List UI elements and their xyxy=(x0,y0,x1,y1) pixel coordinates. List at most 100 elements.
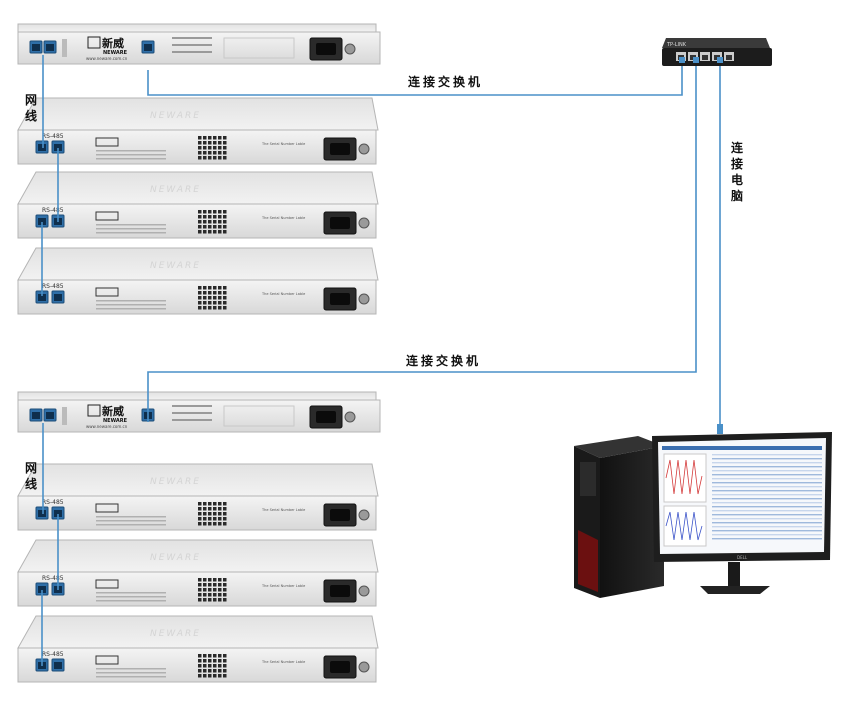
rs485-label: RS-485 xyxy=(42,499,64,506)
master-unit-top xyxy=(17,23,377,33)
monitor-brand: DELL xyxy=(737,555,748,560)
vent-grille xyxy=(198,136,227,160)
vent-grille xyxy=(198,578,227,602)
uplink-cable-rack2 xyxy=(147,60,697,422)
brand-name-cn: 新威 xyxy=(102,36,124,50)
brand-name-cn: 新威 xyxy=(102,404,124,418)
drive-bay xyxy=(580,462,596,496)
slave-unit-front xyxy=(17,279,377,315)
brand-logo xyxy=(87,404,101,417)
master-port-1 xyxy=(29,40,43,54)
rs485-port-2 xyxy=(51,290,65,304)
vent-grille xyxy=(198,286,227,310)
slave-logo xyxy=(95,655,119,665)
rs485-label: RS-485 xyxy=(42,133,64,140)
monitor-neck xyxy=(728,562,740,586)
power-socket xyxy=(323,211,370,235)
pc-plug xyxy=(717,424,723,434)
slave-logo xyxy=(95,137,119,147)
slave-logo xyxy=(95,211,119,221)
serial-label: The Serial Number Lable xyxy=(261,508,305,512)
slave-unit-top xyxy=(17,615,379,649)
slave-unit-top xyxy=(17,247,379,281)
brand-url: www.neware.com.cn xyxy=(86,56,128,61)
rs485-port-1 xyxy=(35,582,49,596)
rs485-port-1 xyxy=(35,290,49,304)
master-uplink-port xyxy=(141,40,155,54)
master-unit-top xyxy=(17,391,377,401)
monitor-stand xyxy=(700,586,770,594)
switch-brand: TP-LINK xyxy=(666,42,687,48)
slave-logo xyxy=(95,503,119,513)
screen-chart-2 xyxy=(663,505,707,547)
brand-logo xyxy=(87,36,101,49)
label-network-cable-bottom: 网线 xyxy=(24,461,37,491)
power-socket xyxy=(323,137,370,161)
master-port-2 xyxy=(43,40,57,54)
switch-plug-1 xyxy=(679,57,685,63)
slave-unit-front xyxy=(17,571,377,607)
network-switch: TP-LINK xyxy=(662,38,772,66)
serial-label: The Serial Number Lable xyxy=(261,216,305,220)
serial-label: The Serial Number Lable xyxy=(261,584,305,588)
rs485-port-2 xyxy=(51,658,65,672)
power-socket xyxy=(323,503,370,527)
power-socket xyxy=(309,37,356,61)
screen-chart-1 xyxy=(663,453,707,503)
monitor: DELL xyxy=(652,432,832,594)
rs485-port-1 xyxy=(35,506,49,520)
rs485-label: RS-485 xyxy=(42,283,64,290)
serial-label: The Serial Number Lable xyxy=(261,660,305,664)
slave-unit-front xyxy=(17,129,377,165)
switch-plug-3 xyxy=(717,57,723,63)
master-port-2 xyxy=(43,408,57,422)
slave-unit-front xyxy=(17,495,377,531)
slave-unit-top xyxy=(17,463,379,497)
power-socket xyxy=(323,655,370,679)
top-engraving: NEWARE xyxy=(150,477,201,487)
rs485-port-1 xyxy=(35,140,49,154)
top-engraving: NEWARE xyxy=(150,111,201,121)
label-connect-computer: 连接电脑 xyxy=(730,141,743,203)
vent-grille xyxy=(198,210,227,234)
label-network-cable-top: 网线 xyxy=(24,93,37,123)
slave-unit-top xyxy=(17,539,379,573)
top-engraving: NEWARE xyxy=(150,629,201,639)
uplink-cable-rack1 xyxy=(147,60,683,96)
serial-label: The Serial Number Lable xyxy=(261,292,305,296)
master-port-1 xyxy=(29,408,43,422)
brand-name-en: NEWARE xyxy=(103,50,128,56)
slave-unit-front xyxy=(17,647,377,683)
power-socket xyxy=(323,579,370,603)
label-connect-switch-bottom: 连接交换机 xyxy=(406,354,482,368)
rs485-label: RS-485 xyxy=(42,575,64,582)
switch-plug-2 xyxy=(693,57,699,63)
vent-grille xyxy=(198,502,227,526)
slave-logo xyxy=(95,287,119,297)
label-connect-switch-top: 连接交换机 xyxy=(408,75,484,89)
slave-unit-top xyxy=(17,171,379,205)
slave-unit-top xyxy=(17,97,379,131)
serial-label: The Serial Number Lable xyxy=(261,142,305,146)
rs485-label: RS-485 xyxy=(42,651,64,658)
rs485-label: RS-485 xyxy=(42,207,64,214)
power-socket xyxy=(323,287,370,311)
top-engraving: NEWARE xyxy=(150,553,201,563)
tower-red-accent xyxy=(578,530,598,592)
brand-url: www.neware.com.cn xyxy=(86,424,128,429)
power-socket xyxy=(309,405,356,429)
vent-grille xyxy=(198,654,227,678)
top-engraving: NEWARE xyxy=(150,185,201,195)
slave-logo xyxy=(95,579,119,589)
slave-unit-front xyxy=(17,203,377,239)
top-engraving: NEWARE xyxy=(150,261,201,271)
